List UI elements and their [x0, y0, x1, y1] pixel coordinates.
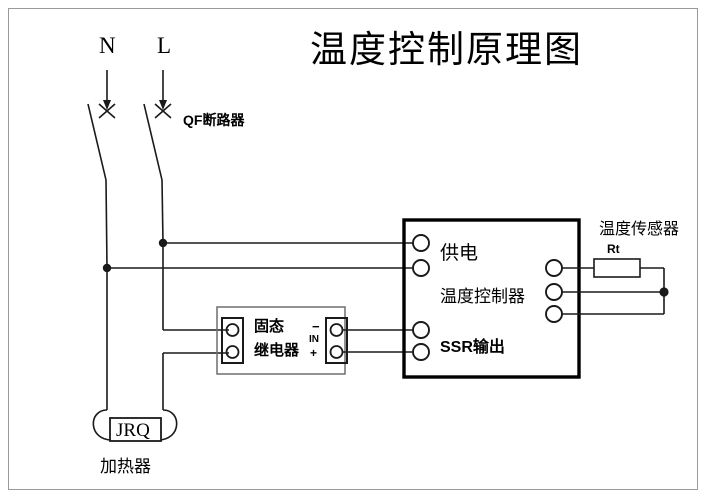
controller-terminal-sensor-1	[545, 259, 563, 277]
relay-left-terminal-block	[221, 317, 244, 364]
live-breaker-cross	[154, 103, 172, 119]
controller-terminal-sensor-2	[545, 283, 563, 301]
neutral-feed-line	[103, 70, 111, 110]
label-live: L	[157, 33, 172, 58]
live-rail-to-controller	[162, 242, 414, 330]
relay-terminal-r1	[329, 323, 344, 337]
controller-enclosure	[402, 218, 581, 379]
neutral-breaker-contact	[87, 103, 108, 269]
page-title: 温度控制原理图	[310, 30, 583, 71]
relay-terminal-l2	[225, 345, 240, 359]
live-breaker-contact	[143, 103, 164, 244]
label-sensor-rt: Rt	[607, 242, 620, 256]
label-relay-line1: 固态	[254, 319, 285, 335]
neutral-breaker-cross	[98, 103, 116, 119]
label-neutral: N	[99, 33, 116, 58]
label-controller: 温度控制器	[440, 287, 525, 306]
relay-output-to-heater	[162, 352, 229, 410]
relay-terminal-r2	[329, 345, 344, 359]
sensor-wiring	[562, 267, 665, 315]
neutral-rail-to-controller	[106, 267, 414, 410]
label-relay-line2: 继电器	[254, 343, 300, 359]
label-breaker: QF断路器	[183, 112, 245, 128]
controller-terminal-sensor-3	[545, 305, 563, 323]
junction-dot-live	[158, 238, 168, 248]
label-relay-in: IN	[309, 334, 319, 345]
controller-terminal-supply-2	[412, 259, 430, 277]
heater-symbol-outline	[92, 409, 178, 441]
controller-terminal-ssr-1	[412, 321, 430, 339]
controller-terminal-ssr-2	[412, 343, 430, 361]
relay-terminal-l1	[225, 323, 240, 337]
live-feed-line	[159, 70, 167, 110]
controller-terminal-supply-1	[412, 234, 430, 252]
label-heater: 加热器	[100, 457, 151, 476]
label-ssr-output: SSR输出	[440, 339, 505, 356]
diagram-border	[8, 8, 698, 490]
label-sensor: 温度传感器	[599, 221, 680, 238]
relay-control-wires	[343, 329, 414, 353]
relay-enclosure	[216, 306, 346, 375]
label-heater-symbol: JRQ	[116, 420, 150, 441]
junction-dot-sensor	[659, 287, 669, 297]
label-relay-minus: −	[312, 319, 320, 334]
relay-right-terminal-block	[325, 317, 348, 364]
label-supply: 供电	[440, 243, 479, 264]
sensor-resistor-rt	[593, 258, 641, 278]
label-relay-plus: +	[310, 346, 318, 360]
junction-dot-neutral	[102, 263, 112, 273]
heater-element-box	[109, 417, 162, 442]
